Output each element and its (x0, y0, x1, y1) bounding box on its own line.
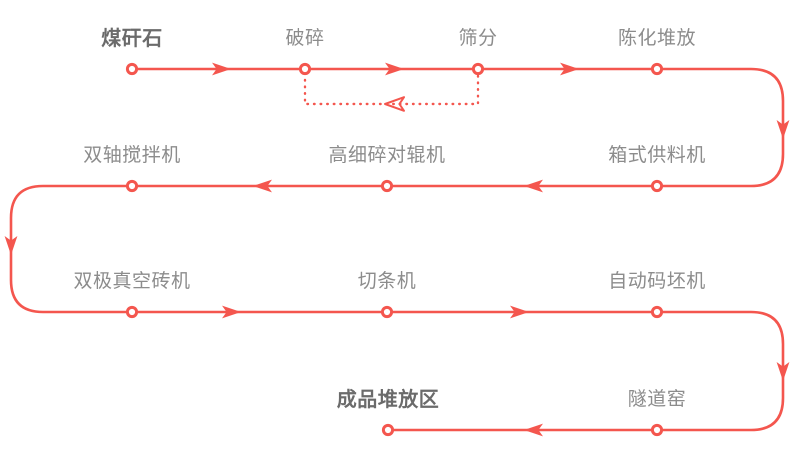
arrow-down-2 (4, 236, 18, 255)
feedback-loop-path (303, 74, 480, 106)
arrow-down-1 (776, 120, 790, 139)
arrowheads (4, 62, 790, 437)
node-label-n1: 煤矸石 (101, 26, 163, 50)
node-label-n6: 高细碎对辊机 (328, 144, 446, 166)
node-label-n7: 双轴搅拌机 (83, 144, 181, 166)
node-label-n10: 自动码坯机 (608, 270, 706, 292)
node-label-n8: 双极真空砖机 (73, 270, 191, 292)
node-marker-n12[interactable] (381, 423, 395, 437)
node-marker-n5[interactable] (650, 179, 664, 193)
node-marker-n9[interactable] (380, 305, 394, 319)
node-marker-n10[interactable] (650, 305, 664, 319)
node-marker-n6[interactable] (380, 179, 394, 193)
arrow-left-2 (253, 179, 272, 193)
node-label-n12: 成品堆放区 (336, 387, 440, 411)
node-label-n5: 箱式供料机 (608, 144, 706, 166)
flow-segment-row3 (130, 310, 785, 432)
node-label-n2: 破碎 (285, 27, 325, 49)
arrow-right-4 (222, 305, 241, 319)
node-marker-n3[interactable] (471, 62, 485, 76)
arrow-right-5 (510, 305, 529, 319)
arrow-right-2 (385, 62, 404, 76)
flow-segment-row1 (130, 67, 785, 188)
node-marker-n2[interactable] (298, 62, 312, 76)
node-marker-n7[interactable] (125, 179, 139, 193)
arrow-down-3 (776, 362, 790, 381)
node-marker-n11[interactable] (650, 423, 664, 437)
flow-segment-row2 (9, 184, 659, 314)
arrow-right-1 (212, 62, 231, 76)
arrow-left-3 (524, 423, 543, 437)
node-label-n11: 隧道窑 (627, 388, 687, 410)
node-marker-n1[interactable] (125, 62, 139, 76)
node-label-n9: 切条机 (357, 270, 417, 292)
feedback-loop-arrow-icon (384, 96, 405, 112)
arrow-left-1 (524, 179, 543, 193)
node-marker-n4[interactable] (650, 62, 664, 76)
node-markers (125, 62, 664, 437)
node-label-n4: 陈化堆放 (617, 27, 697, 49)
node-label-n3: 筛分 (458, 27, 498, 49)
arrow-right-3 (560, 62, 579, 76)
node-marker-n8[interactable] (125, 305, 139, 319)
